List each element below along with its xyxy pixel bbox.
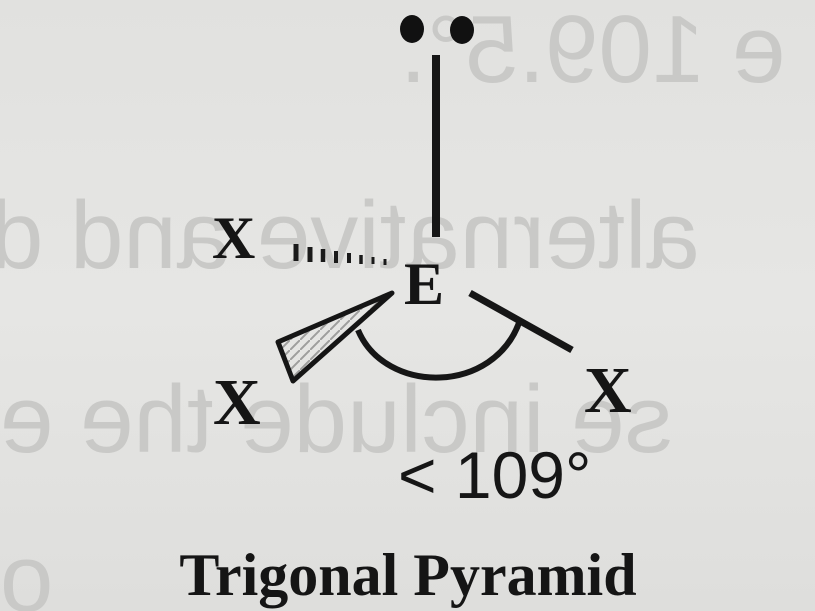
lone-pair [400,15,474,44]
geometry-caption: Trigonal Pyramid [179,542,636,608]
bleed-line-4: o [0,525,53,611]
bleed-line-2: alternative and d [0,182,700,289]
bleed-line-1: e 109.5°. [400,0,785,103]
bond-angle-label: < 109° [398,438,591,512]
ligand-x-left: X [213,366,261,439]
ligand-x-back: X [212,205,255,271]
lone-pair-electron-1 [400,15,424,43]
bleed-through-text: e 109.5°. alternative and d se include t… [0,0,785,611]
bleed-line-3: se include the e [0,366,672,473]
hashed-wedge-bond [293,244,387,265]
bond-angle-arc [355,319,523,381]
central-atom-e: E [404,251,444,317]
ligand-x-right: X [584,354,632,427]
lone-pair-electron-2 [450,16,474,44]
solid-wedge-bond [275,290,395,384]
